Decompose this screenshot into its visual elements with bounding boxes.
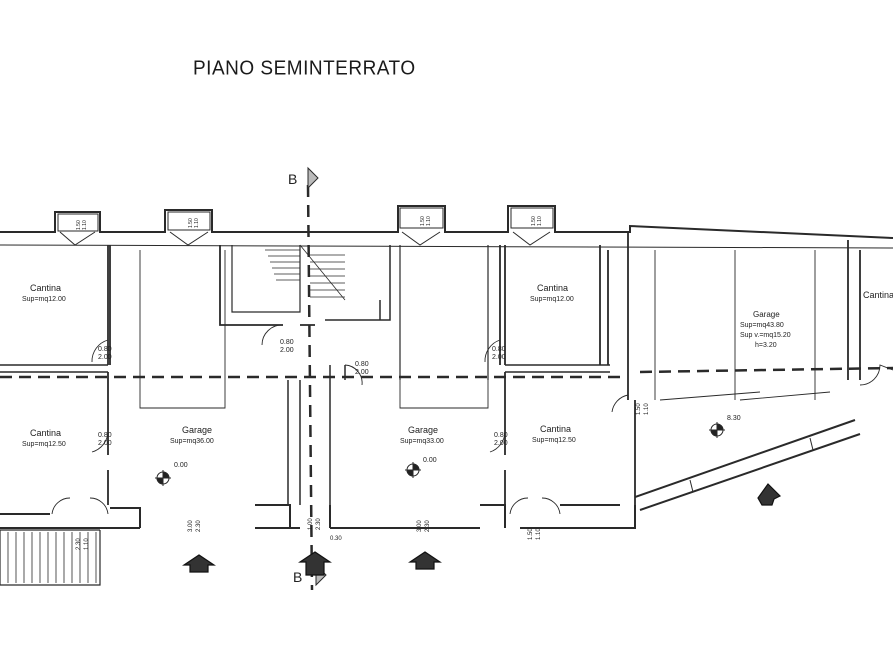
opening-5-bottom: 2.00 [494,440,508,447]
win-4-top: 1.50 [531,216,537,226]
opening-9-top: 1.00 [308,518,314,530]
room-3-name: Garage [182,425,212,435]
opening-1-top: 0.80 [98,346,112,353]
level-4: 8.30 [727,415,741,422]
opening-1-bottom: 2.00 [98,354,112,361]
opening-7-top: 3.00 [188,520,194,532]
room-5-area: Sup=mq12.00 [530,296,574,303]
room-2-area: Sup=mq12.50 [22,441,66,448]
room-1-name: Cantina [30,283,61,293]
room-6-name: Cantina [540,424,571,434]
win-2-bottom: 1.10 [194,218,200,228]
opening-4-bottom: 2.00 [492,354,506,361]
section-label-bottom: B [293,569,302,585]
opening-12-top: 2.30 [76,538,82,550]
parking-bays [139,250,831,409]
opening-8-bottom: 2.30 [425,520,431,532]
exterior-walls [0,205,893,529]
win-1-bottom: 1.10 [82,220,88,230]
room-1-area: Sup=mq12.00 [22,296,66,303]
opening-3-bottom: 2.00 [280,347,294,354]
section-line [306,184,314,591]
level-1: 0.00 [174,462,188,469]
section-marker-top: B [288,166,319,190]
opening-2-bottom: 2.00 [98,440,112,447]
level-markers [155,422,725,486]
room-labels: Cantina Sup=mq12.00 Cantina Sup=mq12.50 … [22,283,893,448]
opening-11-bottom: 1.10 [536,528,542,540]
opening-4-top: 0.80 [492,346,506,353]
opening-12-bottom: 1.10 [84,538,90,550]
opening-10-bottom: 1.10 [644,403,650,415]
win-3-top: 1.50 [420,216,426,226]
room-2-name: Cantina [30,428,61,438]
level-values: 0.00 0.00 0.30 8.30 [174,415,741,542]
opening-7-bottom: 2.30 [196,520,202,532]
win-3-bottom: 1.10 [426,216,432,226]
window-dimensions: 1.50 1.10 1.50 1.10 1.50 1.10 1.50 1.10 [76,216,543,230]
win-2-top: 1.50 [188,218,194,228]
room-4-name: Garage [408,425,438,435]
top-windows [57,207,554,246]
room-7-extra2: h=3.20 [755,342,777,349]
room-7-area: Sup=mq43.80 [740,322,784,329]
staircase [0,244,346,586]
room-8-name: Cantina [863,290,893,300]
door-swings [51,324,893,515]
soffit-line [0,366,893,379]
win-1-top: 1.50 [76,220,82,230]
opening-8-top: 3.00 [417,520,423,532]
entrance-arrows [182,483,782,576]
section-label-top: B [288,171,297,187]
opening-dimensions-vertical: 3.00 2.30 3.00 2.30 1.00 2.30 1.50 1.10 … [76,403,650,550]
opening-10-top: 1.50 [636,403,642,415]
opening-6-bottom: 2.00 [355,369,369,376]
opening-6-top: 0.80 [355,361,369,368]
level-3: 0.30 [330,536,342,542]
opening-5-top: 0.80 [494,432,508,439]
room-7-name: Garage [753,310,780,319]
room-6-area: Sup=mq12.50 [532,437,576,444]
room-4-area: Sup=mq33.00 [400,438,444,445]
room-7-extra1: Sup v.=mq15.20 [740,332,791,339]
win-4-bottom: 1.10 [537,216,543,226]
opening-9-bottom: 2.30 [316,518,322,530]
room-3-area: Sup=mq36.00 [170,438,214,445]
opening-3-top: 0.80 [280,339,294,346]
drawing-title: PIANO SEMINTERRATO [193,57,416,80]
level-2: 0.00 [423,457,437,464]
opening-dimensions: 0.80 2.00 0.80 2.00 0.80 2.00 0.80 2.00 … [98,339,508,447]
opening-11-top: 1.50 [528,528,534,540]
room-5-name: Cantina [537,283,568,293]
opening-2-top: 0.80 [98,432,112,439]
